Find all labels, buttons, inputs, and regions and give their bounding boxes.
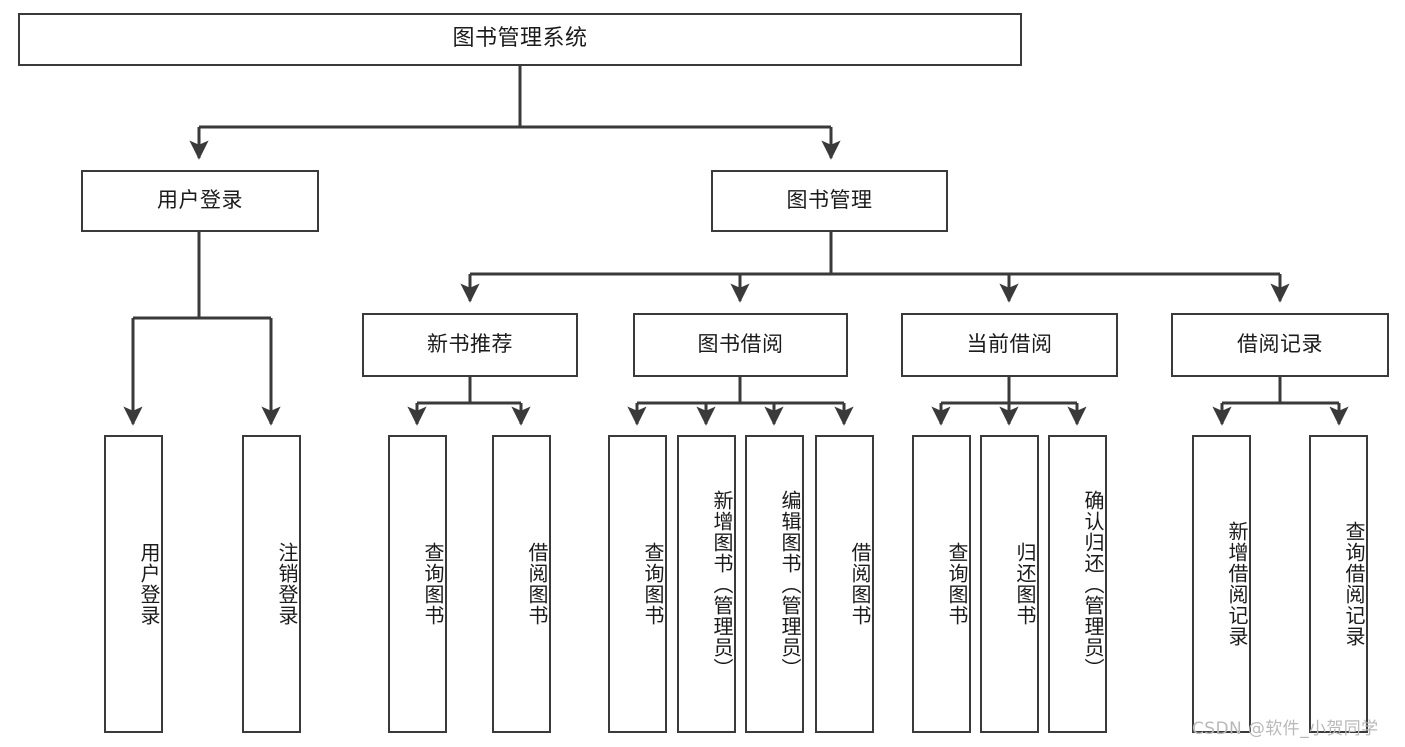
node-user-login[interactable]: 用户登录 (81, 170, 319, 232)
node-label: 查询图书 (421, 542, 445, 626)
node-label: 图书管理 (786, 188, 873, 213)
node-label: 编辑图书（管理员） (778, 489, 802, 679)
node-label: 注销登录 (275, 542, 299, 626)
leaf-records-add-record[interactable]: 新增借阅记录 (1192, 435, 1251, 733)
node-new-book-recommend[interactable]: 新书推荐 (362, 313, 578, 377)
node-label: 借阅图书 (848, 542, 872, 626)
node-label: 用户登录 (137, 542, 161, 626)
node-label: 新书推荐 (427, 332, 513, 357)
node-label: 新增借阅记录 (1225, 521, 1249, 647)
leaf-borrow-query-book[interactable]: 查询图书 (608, 435, 667, 733)
leaf-user-login-logout[interactable]: 注销登录 (242, 435, 301, 733)
node-label: 查询借阅记录 (1342, 521, 1366, 647)
node-label: 当前借阅 (966, 332, 1053, 357)
leaf-borrow-add-book-admin[interactable]: 新增图书（管理员） (677, 435, 736, 733)
node-label: 查询图书 (641, 542, 665, 626)
node-label: 图书借阅 (697, 332, 784, 357)
node-label: 归还图书 (1013, 542, 1037, 626)
leaf-current-return-book[interactable]: 归还图书 (980, 435, 1039, 733)
leaf-recommend-borrow-book[interactable]: 借阅图书 (492, 435, 551, 733)
node-label: 借阅记录 (1237, 332, 1323, 357)
leaf-borrow-borrow-book[interactable]: 借阅图书 (815, 435, 874, 733)
node-label: 查询图书 (945, 542, 969, 626)
leaf-current-confirm-return-admin[interactable]: 确认归还（管理员） (1048, 435, 1107, 733)
node-label: 借阅图书 (525, 542, 549, 626)
node-label: 确认归还（管理员） (1081, 489, 1105, 679)
leaf-user-login-login[interactable]: 用户登录 (104, 435, 163, 733)
node-label: 新增图书（管理员） (710, 489, 734, 679)
leaf-records-query-record[interactable]: 查询借阅记录 (1309, 435, 1368, 733)
node-label: 图书管理系统 (452, 26, 588, 52)
leaf-borrow-edit-book-admin[interactable]: 编辑图书（管理员） (745, 435, 804, 733)
node-book-management[interactable]: 图书管理 (711, 170, 948, 232)
node-label: 用户登录 (157, 188, 243, 213)
leaf-recommend-query-book[interactable]: 查询图书 (388, 435, 447, 733)
node-book-borrow[interactable]: 图书借阅 (633, 313, 848, 377)
leaf-current-query-book[interactable]: 查询图书 (912, 435, 971, 733)
node-borrow-records[interactable]: 借阅记录 (1171, 313, 1389, 377)
node-current-borrow[interactable]: 当前借阅 (901, 313, 1118, 377)
node-root-system[interactable]: 图书管理系统 (18, 13, 1022, 66)
